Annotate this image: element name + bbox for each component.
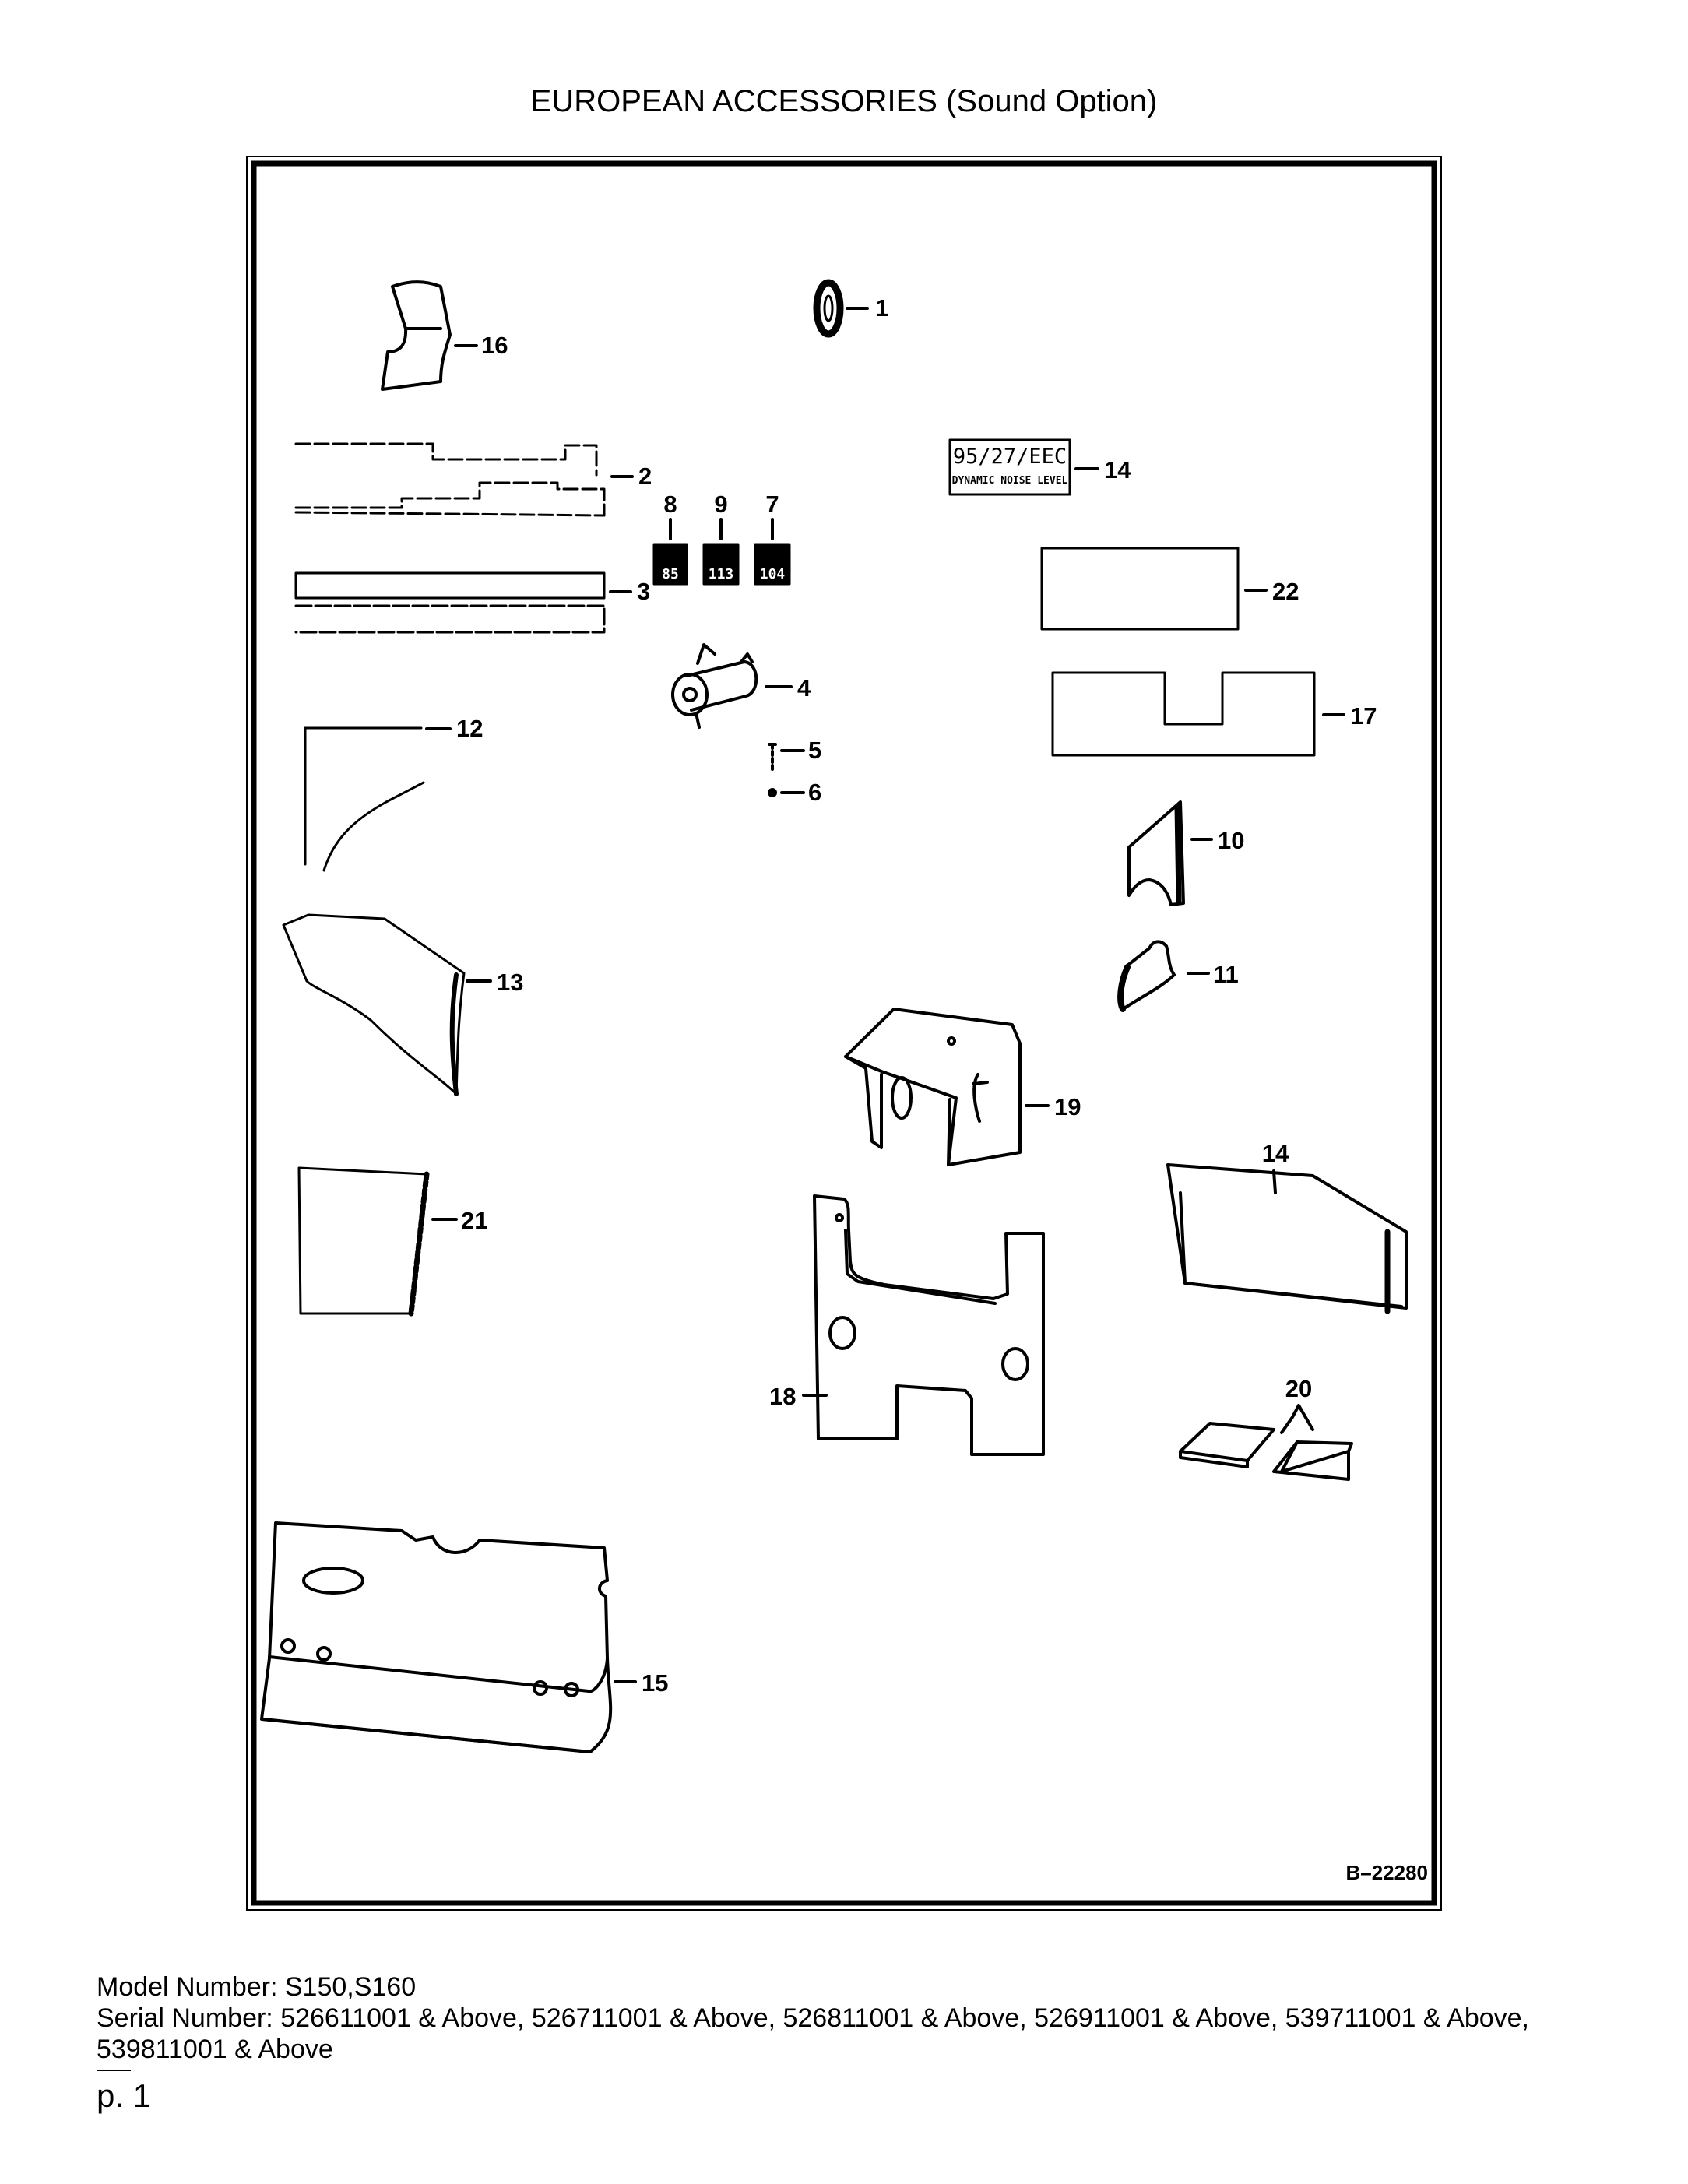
part-6-nut: [768, 788, 777, 797]
decal-14-line1: 95/27/EEC: [953, 445, 1067, 469]
callout-18: 18: [769, 1383, 796, 1410]
figure-code: B–22280: [1345, 1861, 1428, 1884]
part-10-piece: [1127, 800, 1185, 906]
callout-16: 16: [481, 332, 508, 359]
callout-4: 4: [797, 674, 811, 702]
callout-9: 9: [714, 491, 727, 518]
callout-6: 6: [808, 779, 821, 806]
callout-13: 13: [497, 969, 523, 996]
callout-14-decal: 14: [1104, 456, 1131, 484]
part-2-strips: [294, 442, 606, 517]
part-7-decal: [754, 543, 791, 586]
page-rule: [97, 2070, 131, 2071]
decal-8-value: 85: [662, 566, 679, 582]
part-18-panel: [813, 1194, 1045, 1456]
part-16-pad: [381, 280, 452, 391]
part-12-strip: [304, 726, 425, 872]
parts-diagram: 95/27/EEC DYNAMIC NOISE LEVEL 85 113 104…: [246, 156, 1442, 1911]
callout-3: 3: [637, 578, 650, 605]
callout-21: 21: [461, 1207, 487, 1234]
callout-11: 11: [1213, 961, 1239, 988]
part-5-bolt: [768, 743, 777, 774]
callout-19: 19: [1054, 1093, 1081, 1120]
document-footer: Model Number: S150,S160 Serial Number: 5…: [97, 1971, 1599, 2065]
part-22-pad: [1040, 547, 1240, 631]
part-15-panel: [260, 1521, 613, 1753]
callout-20: 20: [1285, 1375, 1312, 1402]
decal-9-value: 113: [709, 566, 734, 582]
model-number: Model Number: S150,S160: [97, 1972, 417, 2002]
part-19-cover: [844, 1008, 1022, 1166]
part-9-decal: [702, 543, 740, 586]
serial-number: Serial Number: 526611001 & Above, 526711…: [97, 2003, 1530, 2064]
parts-diagram-svg: 95/27/EEC DYNAMIC NOISE LEVEL 85 113 104…: [246, 156, 1442, 1911]
part-21-pad: [297, 1166, 430, 1317]
callout-8: 8: [663, 491, 677, 518]
callout-10: 10: [1218, 827, 1244, 854]
part-14-decal: [948, 438, 1071, 496]
callout-12: 12: [456, 715, 483, 742]
callout-2: 2: [638, 462, 652, 490]
page-number: p. 1: [97, 2077, 152, 2114]
diagram-inner-border: [251, 160, 1437, 1906]
callout-14-block: 14: [1262, 1140, 1289, 1167]
callout-1: 1: [875, 294, 888, 322]
page-title: EUROPEAN ACCESSORIES (Sound Option): [530, 84, 1158, 118]
callout-5: 5: [808, 737, 821, 764]
part-13-pad: [282, 913, 466, 1096]
decal-14-line2: DYNAMIC NOISE LEVEL: [952, 475, 1068, 487]
decal-7-value: 104: [760, 566, 786, 582]
part-4-alarm: [671, 643, 758, 729]
part-1-grommet: [813, 279, 844, 338]
part-14-block: [1166, 1163, 1408, 1314]
leader-lines: [425, 307, 1345, 1683]
part-17-pad: [1051, 671, 1316, 757]
callout-15: 15: [642, 1669, 668, 1697]
part-8-decal: [652, 543, 688, 586]
part-20-pads: [1179, 1422, 1353, 1481]
callout-22: 22: [1272, 578, 1299, 605]
callout-7: 7: [765, 491, 779, 518]
callout-17: 17: [1350, 702, 1377, 730]
part-3-bars: [294, 571, 606, 634]
diagram-outer-border: [246, 156, 1442, 1911]
part-11-piece: [1117, 940, 1176, 1012]
